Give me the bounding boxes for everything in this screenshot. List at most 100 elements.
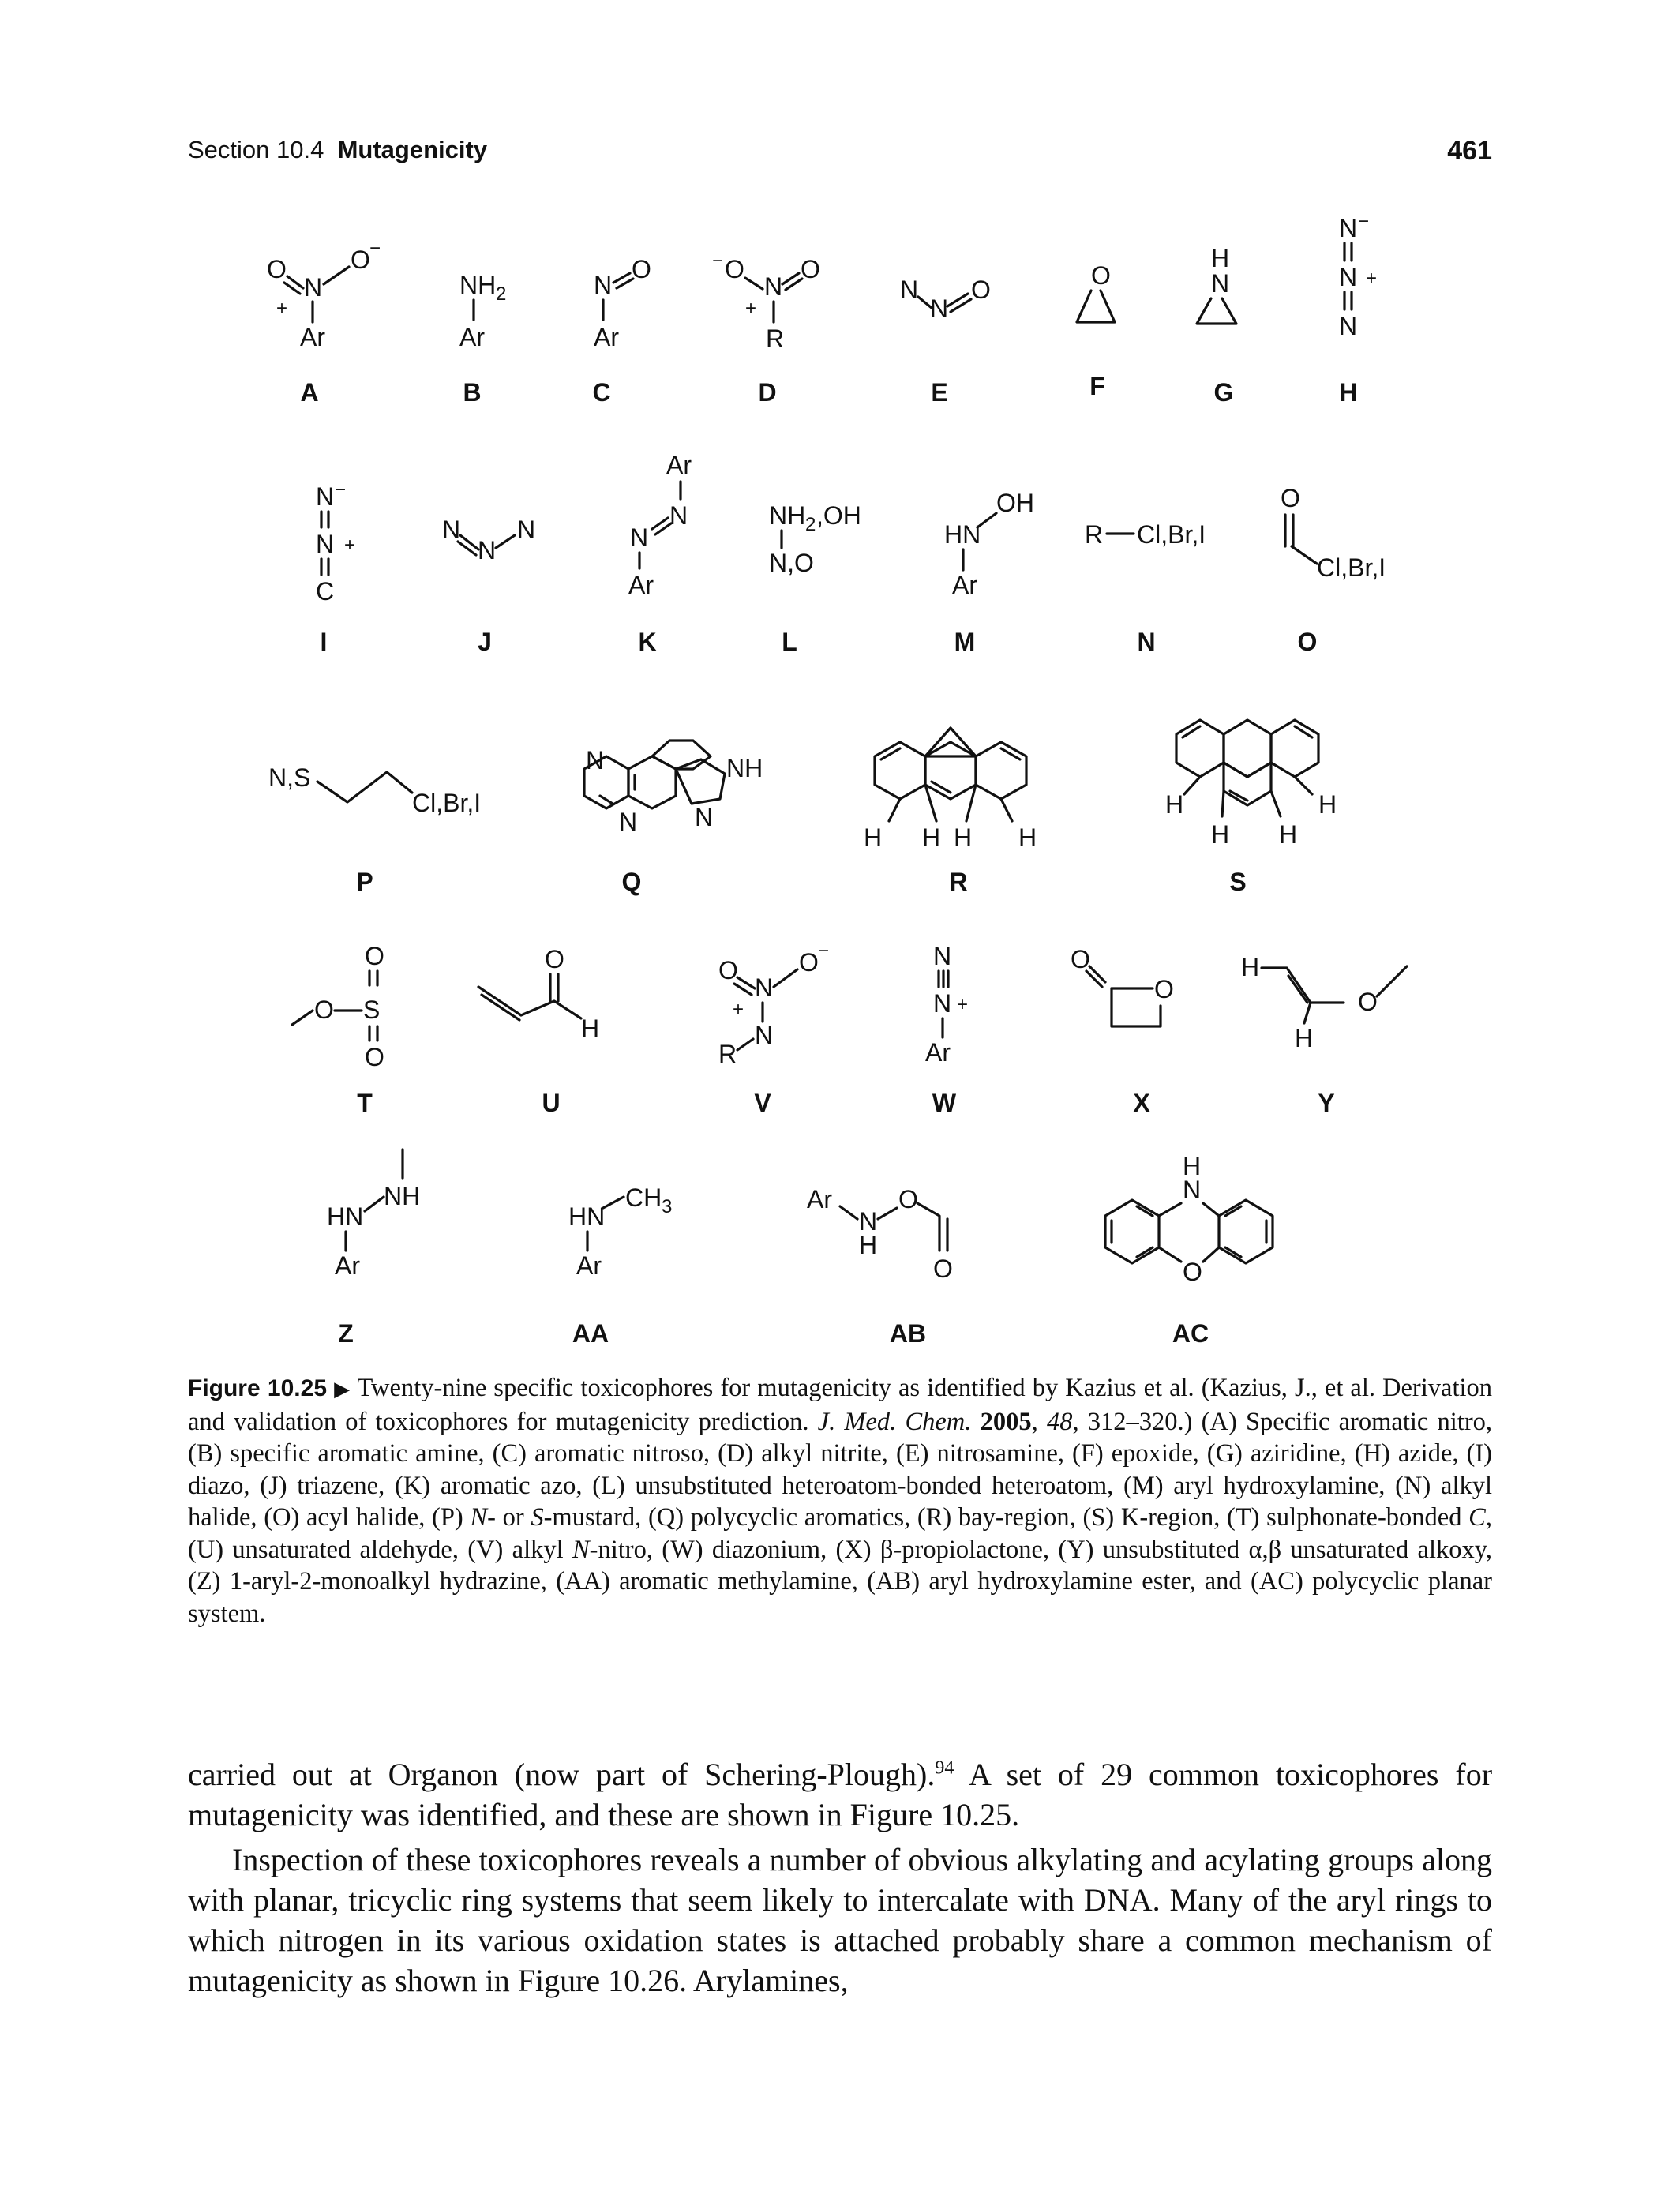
- svg-text:N: N: [1339, 214, 1357, 242]
- svg-text:O: O: [1358, 988, 1378, 1016]
- svg-text:H: H: [1211, 820, 1229, 849]
- label-w: W: [932, 1089, 957, 1117]
- svg-text:Ar: Ar: [628, 571, 654, 599]
- svg-text:N: N: [586, 746, 604, 774]
- svg-text:N: N: [1339, 263, 1357, 291]
- svg-text:N,O: N,O: [769, 549, 814, 577]
- structure-ac: H N O: [1104, 1152, 1274, 1286]
- structure-i: N − N + C: [316, 479, 355, 606]
- caption-label: Figure 10.25: [188, 1375, 328, 1401]
- structure-b: NH 2 Ar: [459, 271, 506, 351]
- svg-text:N: N: [1211, 269, 1229, 298]
- structure-m: OH HN Ar: [944, 489, 1034, 599]
- svg-text:N: N: [316, 530, 334, 558]
- label-p: P: [356, 868, 373, 896]
- svg-text:O: O: [1154, 975, 1174, 1003]
- svg-text:Ar: Ar: [335, 1251, 360, 1280]
- svg-text:H: H: [954, 823, 972, 852]
- figure-10-25: O N O − + Ar NH 2 Ar N O Ar − O N O + R: [267, 211, 1408, 1348]
- structure-v: O N O − + N R: [718, 940, 829, 1068]
- svg-text:N: N: [442, 516, 460, 544]
- svg-text:NH: NH: [726, 754, 763, 782]
- svg-text:HN: HN: [944, 520, 981, 549]
- label-c: C: [592, 378, 610, 407]
- label-t: T: [357, 1089, 373, 1117]
- svg-text:N: N: [619, 808, 637, 836]
- svg-text:H: H: [1183, 1152, 1201, 1180]
- svg-text:+: +: [1366, 268, 1377, 289]
- label-e: E: [931, 378, 947, 407]
- svg-text:N: N: [933, 989, 951, 1018]
- svg-text:+: +: [733, 999, 744, 1020]
- structure-n: R Cl,Br,I: [1085, 520, 1206, 549]
- label-ac: AC: [1172, 1319, 1209, 1348]
- svg-text:S: S: [363, 996, 380, 1024]
- label-n: N: [1137, 628, 1155, 656]
- svg-text:O: O: [545, 945, 564, 973]
- svg-text:H: H: [864, 823, 882, 852]
- structure-p: N,S Cl,Br,I: [268, 763, 481, 817]
- svg-text:H: H: [1165, 790, 1183, 819]
- svg-text:N: N: [316, 482, 334, 511]
- svg-text:N: N: [1183, 1176, 1201, 1204]
- svg-text:Cl,Br,I: Cl,Br,I: [1137, 520, 1206, 549]
- svg-text:Cl,Br,I: Cl,Br,I: [412, 789, 481, 817]
- svg-text:O: O: [267, 255, 287, 283]
- label-i: I: [321, 628, 328, 656]
- svg-text:+: +: [276, 298, 287, 319]
- svg-text:O: O: [718, 956, 738, 984]
- svg-text:3: 3: [662, 1196, 672, 1217]
- svg-text:+: +: [745, 298, 756, 319]
- paragraph-1: carried out at Organon (now part of Sche…: [188, 1757, 1493, 1832]
- svg-text:−: −: [369, 238, 381, 259]
- svg-text:N: N: [478, 536, 496, 564]
- running-head: Section 10.4 Mutagenicity 461: [188, 136, 1492, 175]
- label-a: A: [300, 378, 318, 407]
- label-y: Y: [1318, 1089, 1334, 1117]
- svg-text:H: H: [1211, 244, 1229, 272]
- svg-text:O: O: [365, 942, 384, 970]
- body-text: carried out at Organon (now part of Sche…: [188, 1754, 1492, 2001]
- label-k: K: [638, 628, 656, 656]
- svg-text:Ar: Ar: [952, 571, 977, 599]
- svg-text:CH: CH: [625, 1183, 662, 1212]
- label-b: B: [463, 378, 481, 407]
- svg-text:Ar: Ar: [300, 323, 325, 351]
- svg-text:,OH: ,OH: [816, 501, 861, 530]
- structure-r: H H H H: [864, 726, 1037, 852]
- page-number: 461: [1447, 136, 1492, 166]
- svg-text:H: H: [1018, 823, 1037, 852]
- svg-text:+: +: [344, 534, 355, 556]
- svg-text:N: N: [669, 501, 688, 530]
- label-j: J: [478, 628, 492, 656]
- svg-text:Ar: Ar: [925, 1038, 951, 1067]
- svg-text:O: O: [1071, 945, 1090, 973]
- label-r: R: [949, 868, 967, 896]
- svg-text:H: H: [1295, 1024, 1313, 1052]
- svg-text:O: O: [898, 1185, 918, 1213]
- svg-text:H: H: [1241, 953, 1259, 981]
- svg-text:Ar: Ar: [594, 323, 619, 351]
- structure-h: N − N + N: [1339, 211, 1377, 340]
- svg-text:R: R: [718, 1040, 737, 1068]
- svg-text:N: N: [517, 516, 535, 544]
- label-ab: AB: [890, 1319, 926, 1348]
- svg-text:N: N: [755, 1021, 773, 1049]
- structure-t: O O S O: [291, 942, 384, 1071]
- section-heading: Section 10.4 Mutagenicity: [188, 136, 488, 163]
- svg-text:−: −: [712, 250, 723, 272]
- svg-text:N: N: [933, 942, 951, 970]
- label-f: F: [1089, 372, 1105, 400]
- svg-text:2: 2: [805, 514, 816, 535]
- svg-text:N: N: [695, 803, 713, 831]
- label-h: H: [1339, 378, 1357, 407]
- svg-text:O: O: [971, 276, 991, 304]
- svg-text:HN: HN: [568, 1202, 605, 1231]
- structure-g: H N: [1195, 244, 1238, 325]
- svg-text:N: N: [1339, 312, 1357, 340]
- svg-text:N: N: [594, 271, 612, 299]
- structure-w: N N + Ar: [925, 942, 968, 1067]
- structure-f: O: [1075, 261, 1116, 324]
- structure-u: O H: [477, 945, 599, 1043]
- label-o: O: [1298, 628, 1318, 656]
